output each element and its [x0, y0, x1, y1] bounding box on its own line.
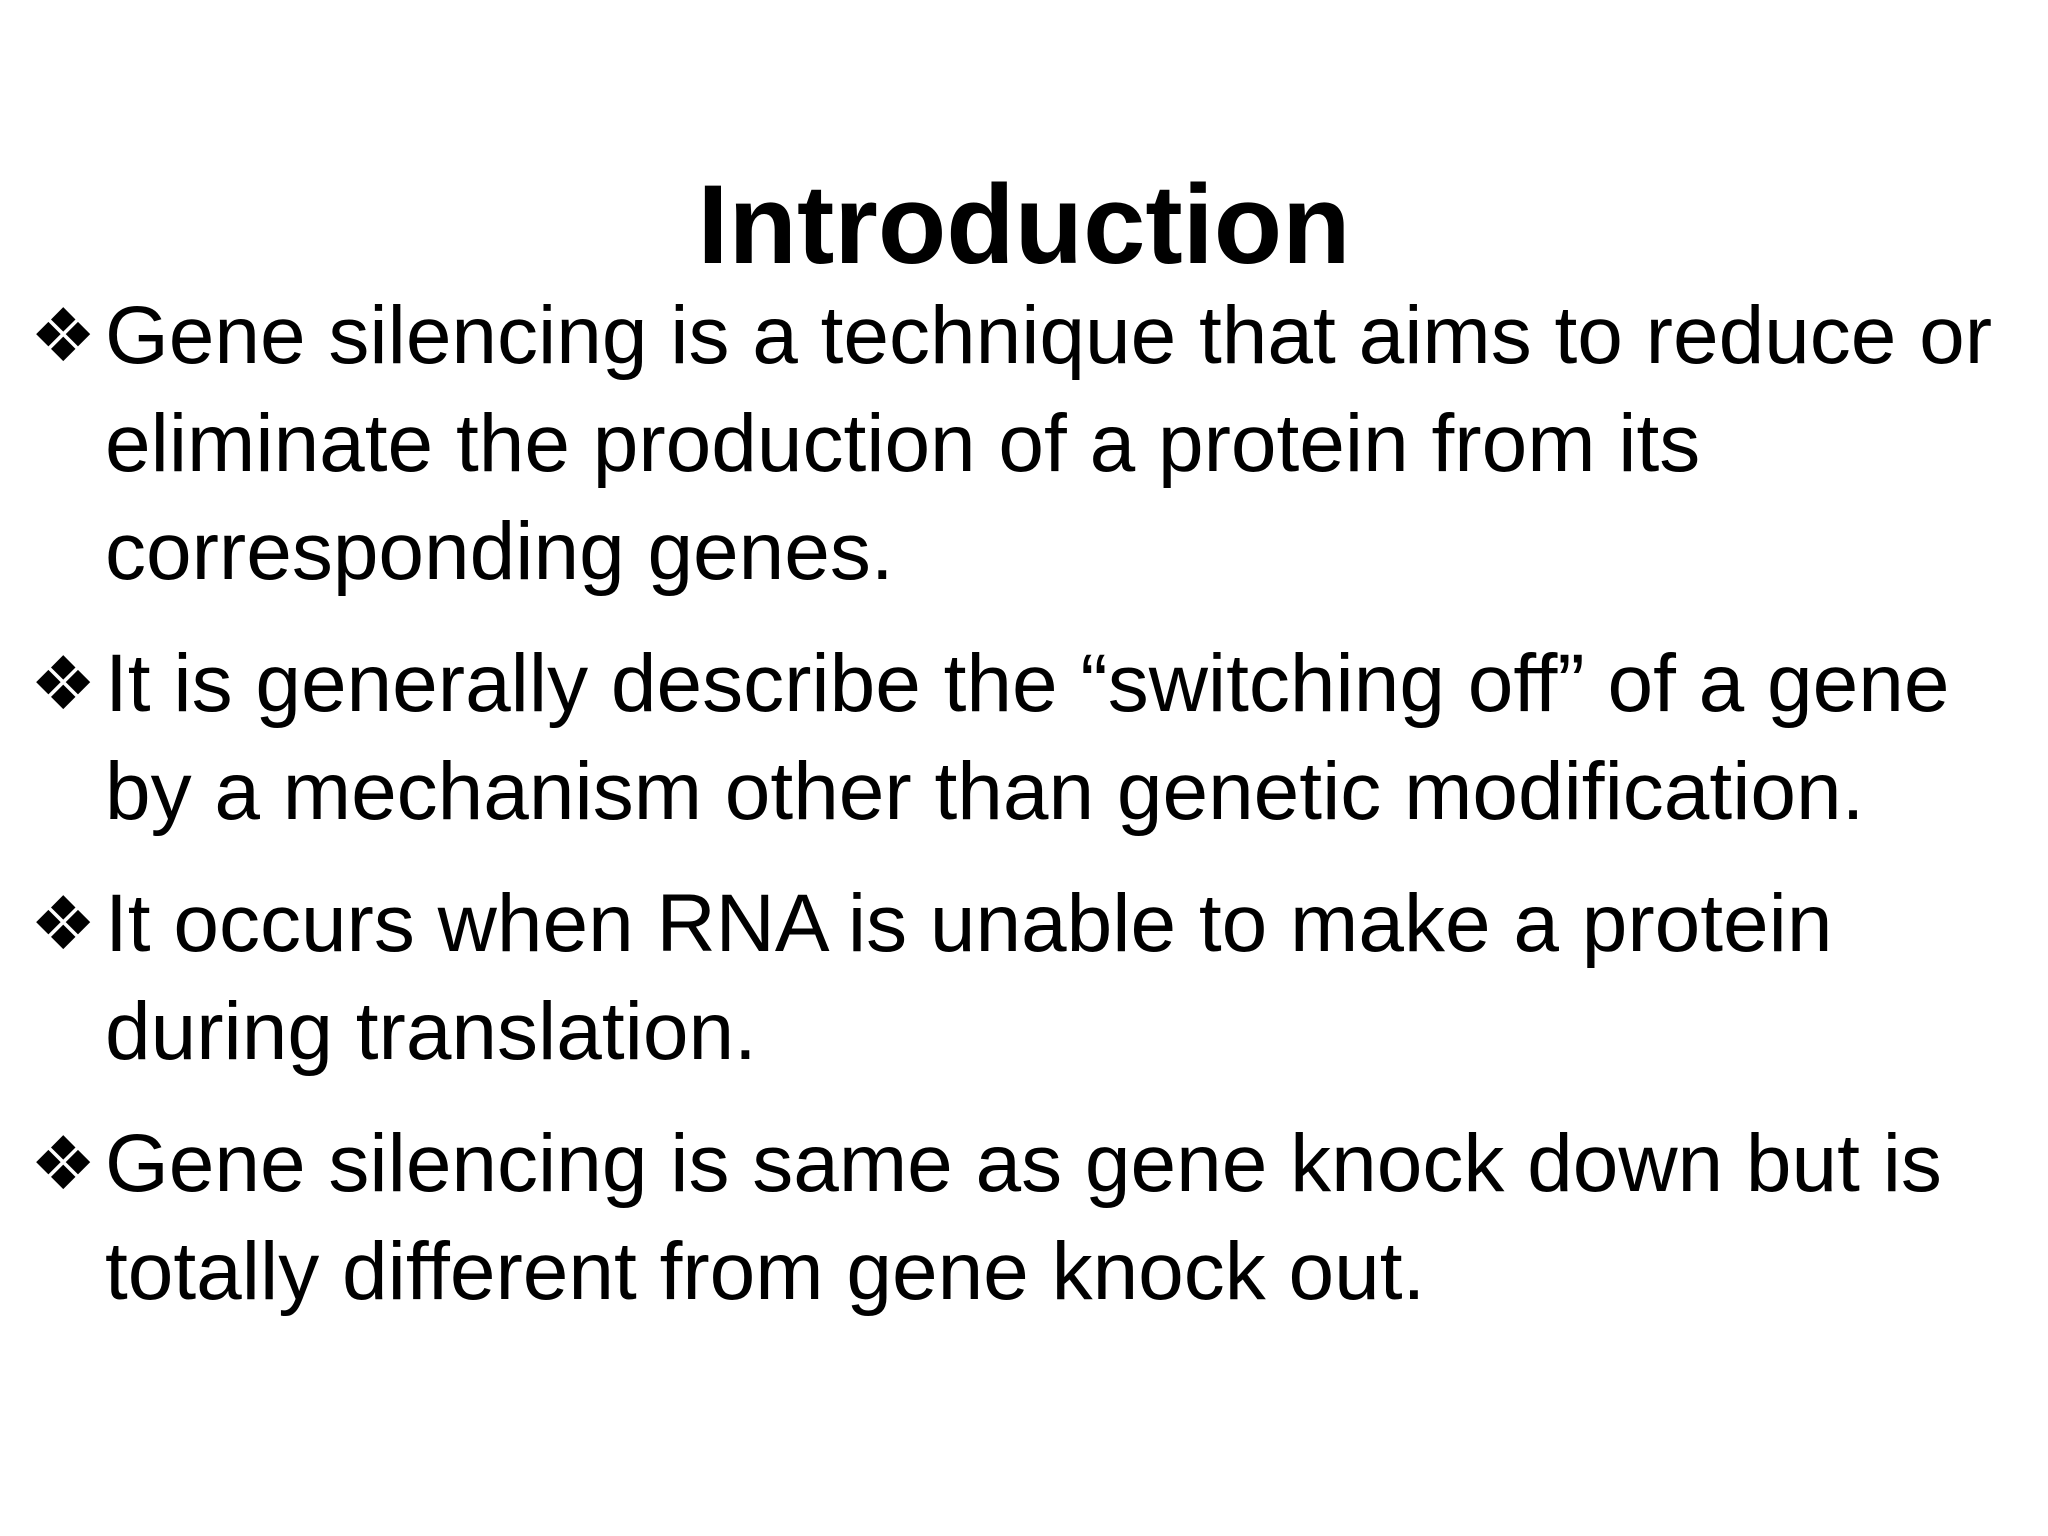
bullet-text-line: Gene silencing is same as gene knock dow… [105, 1118, 1942, 1209]
bullet-text-line: Gene silencing is a technique that aims … [105, 290, 1993, 381]
bullet-list: ❖ Gene silencing is a technique that aim… [30, 282, 2020, 1350]
bullet-text: Gene silencing is same as gene knock dow… [105, 1110, 2020, 1326]
bullet-item: ❖ Gene silencing is a technique that aim… [30, 282, 2020, 606]
diamond-bullet-icon: ❖ [30, 881, 97, 967]
bullet-text-line: by a mechanism other than genetic modifi… [105, 746, 1865, 837]
diamond-bullet-icon: ❖ [30, 1121, 97, 1207]
bullet-item: ❖ It occurs when RNA is unable to make a… [30, 870, 2020, 1086]
bullet-text: It occurs when RNA is unable to make a p… [105, 870, 2020, 1086]
bullet-text-line: during translation. [105, 986, 757, 1077]
bullet-text-line: corresponding genes. [105, 506, 894, 597]
bullet-text-line: eliminate the production of a protein fr… [105, 398, 1701, 489]
diamond-bullet-icon: ❖ [30, 641, 97, 727]
bullet-text: Gene silencing is a technique that aims … [105, 282, 2020, 606]
bullet-text-line: It is generally describe the “switching … [105, 638, 1950, 729]
bullet-text-line: It occurs when RNA is unable to make a p… [105, 878, 1833, 969]
bullet-text-line: totally different from gene knock out. [105, 1226, 1426, 1317]
slide-title: Introduction [697, 162, 1351, 288]
bullet-item: ❖ Gene silencing is same as gene knock d… [30, 1110, 2020, 1326]
diamond-bullet-icon: ❖ [30, 293, 97, 379]
bullet-item: ❖ It is generally describe the “switchin… [30, 630, 2020, 846]
bullet-text: It is generally describe the “switching … [105, 630, 2020, 846]
